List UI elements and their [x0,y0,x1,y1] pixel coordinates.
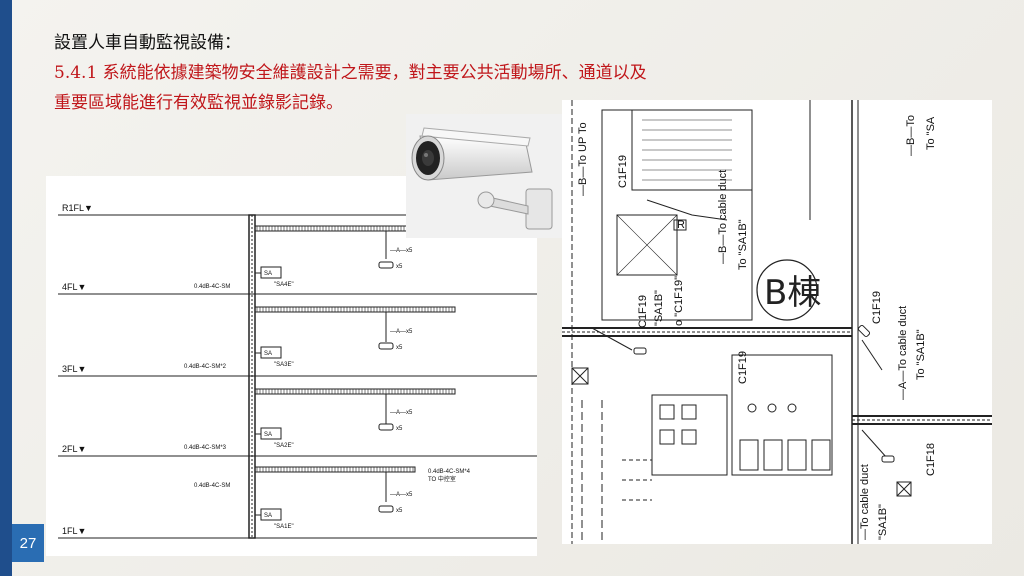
box-name-1: "SA1E" [274,524,294,530]
camera-count: —A—x5 [390,248,413,254]
floor-label-4: 4FL▼ [62,282,86,292]
requirement-line-1: 5.4.1 系統能依據建築物安全維護設計之需要，對主要公共活動場所、通道以及 [54,63,647,83]
camera-count: —A—x5 [390,492,413,498]
sa-box-tag: SA [264,271,272,277]
plan-label-b-cable: —B—To cable duct [717,170,729,264]
plan-label-o-c1f19: o "C1F19" [673,276,685,326]
plan-label-bot-cable: —To cable duct [859,464,871,540]
camera-x: x5 [396,345,403,351]
floor-plan-drawing: —B—To UP To C1F19 —B—To cable duct To "S… [562,100,992,544]
plan-label-to-sa1b: To "SA1B" [737,219,749,270]
camera-x: x5 [396,426,403,432]
cable-label-4: 0.4dB-4C-SM [194,284,230,290]
left-accent-bar [0,0,12,576]
cctv-camera-image [406,114,562,238]
cctv-camera-icon [411,127,553,230]
plan-label-to-sa-right: To "SA [925,116,937,150]
page-number-badge: 27 [12,524,44,562]
cable-label-3: 0.4dB-4C-SM*2 [184,364,227,370]
cable-label-2: 0.4dB-4C-SM*3 [184,445,227,451]
floor-label-3: 3FL▼ [62,364,86,374]
plan-label-c1f19-a: C1F19 [617,155,629,188]
slide-heading: 設置人車自動監視設備： [54,33,241,53]
sa-box-tag: SA [264,432,272,438]
camera-x: x5 [396,264,403,270]
camera-count: —A—x5 [390,410,413,416]
main-cable-destination: TO 中控室 [428,475,456,483]
camera-group-1: —A—x5 x5 [378,492,413,514]
plan-label-a-cable: —A—To cable duct [897,306,909,400]
floor-label-2: 2FL▼ [62,444,86,454]
plan-label-c1f19-b: C1F19 [637,295,649,328]
plan-label-c1f19-right: C1F19 [871,291,883,324]
plan-label-b-up: —B—To UP To [577,122,589,196]
camera-group-4: —A—x5 x5 [378,248,413,270]
plan-label-tower: B棟 [764,273,821,313]
floor-label-r1: R1FL▼ [62,203,93,213]
plan-label-r-mark: R [677,219,685,231]
cable-label-1: 0.4dB-4C-SM [194,483,230,489]
plan-label-b-top-right: —B—To [905,115,917,156]
camera-group-3: —A—x5 x5 [378,329,413,351]
plan-label-bot-sa1b: "SA1B" [877,504,889,540]
plan-label-c1f19-c: C1F19 [737,351,749,384]
camera-x: x5 [396,508,403,514]
sa-box-tag: SA [264,351,272,357]
plan-label-sa1b-mid: "SA1B" [653,290,665,326]
box-name-4: "SA4E" [274,282,294,288]
main-cable-label: 0.4dB-4C-SM*4 [428,469,471,475]
camera-count: —A—x5 [390,329,413,335]
sa-box-tag: SA [264,513,272,519]
floor-label-1: 1FL▼ [62,526,86,536]
box-name-3: "SA3E" [274,362,294,368]
camera-group-2: —A—x5 x5 [378,410,413,432]
plan-label-c1f18: C1F18 [925,443,937,476]
box-name-2: "SA2E" [274,443,294,449]
plan-label-to-sa1b-right: To "SA1B" [915,329,927,380]
requirement-line-2: 重要區域能進行有效監視並錄影記錄。 [54,93,343,113]
